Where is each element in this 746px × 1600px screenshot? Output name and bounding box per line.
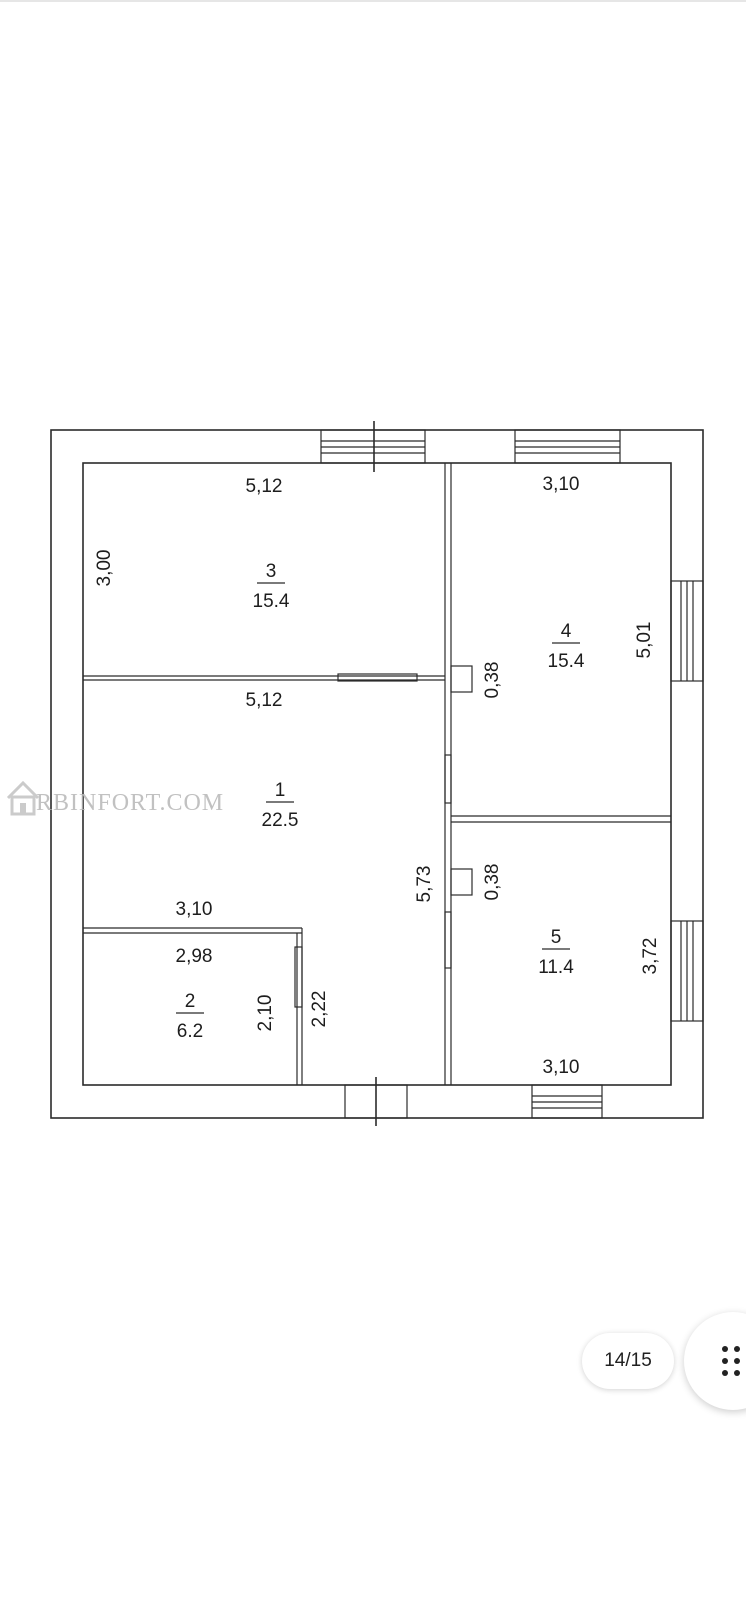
- dim-niche-upper: 0,38: [482, 662, 503, 699]
- inner-wall: [82, 462, 672, 1086]
- niche-upper: [450, 665, 473, 693]
- window-bottom: [531, 1084, 603, 1119]
- dim-room2-outer-top: 3,10: [176, 899, 213, 920]
- svg-text:3: 3: [266, 561, 277, 582]
- svg-text:2: 2: [185, 991, 196, 1012]
- page-counter[interactable]: 14/15: [582, 1333, 674, 1389]
- svg-text:22.5: 22.5: [262, 810, 299, 831]
- window-right-upper: [670, 580, 704, 682]
- room-2-label: 2 6.2: [176, 991, 204, 1042]
- dim-room5-right: 3,72: [640, 938, 661, 975]
- niche-lower: [450, 868, 473, 896]
- door-room3: [337, 673, 418, 682]
- page-counter-label: 14/15: [604, 1350, 652, 1371]
- dim-room3-left: 3,00: [94, 550, 115, 587]
- watermark: RBINFORT.COM: [6, 780, 224, 816]
- svg-text:RBINFORT.COM: RBINFORT.COM: [36, 790, 224, 816]
- dim-room2-inner-top: 2,98: [176, 946, 213, 967]
- svg-text:6.2: 6.2: [177, 1021, 203, 1042]
- grid-dots-icon: [722, 1346, 742, 1376]
- svg-text:15.4: 15.4: [548, 651, 585, 672]
- dim-room2-outer-right: 2,22: [309, 991, 330, 1028]
- top-divider: [0, 0, 746, 2]
- dim-room5-bottom: 3,10: [543, 1057, 580, 1078]
- room-1-label: 1 22.5: [262, 780, 299, 831]
- dim-room1-right: 5,73: [414, 866, 435, 903]
- svg-text:11.4: 11.4: [538, 957, 574, 978]
- svg-text:5: 5: [551, 927, 562, 948]
- dim-room1-top: 5,12: [246, 690, 283, 711]
- door-room4: [444, 754, 452, 804]
- dim-room4-right: 5,01: [634, 622, 655, 659]
- dim-room4-top: 3,10: [543, 474, 580, 495]
- outer-wall: [50, 429, 704, 1119]
- svg-text:15.4: 15.4: [253, 591, 290, 612]
- window-right-lower: [670, 920, 704, 1022]
- room-3-label: 3 15.4: [253, 561, 290, 612]
- house-icon: [6, 780, 40, 816]
- svg-text:4: 4: [561, 621, 572, 642]
- window-top-right: [514, 429, 621, 464]
- dim-room3-top: 5,12: [246, 476, 283, 497]
- dim-room2-inner-right: 2,10: [255, 995, 276, 1032]
- room-4-label: 4 15.4: [548, 621, 585, 672]
- door-room5: [444, 911, 452, 969]
- dim-niche-lower: 0,38: [482, 864, 503, 901]
- room-5-label: 5 11.4: [538, 927, 574, 978]
- entrance-door-bottom: [344, 1077, 408, 1126]
- door-room2: [294, 946, 303, 1008]
- svg-text:1: 1: [275, 780, 286, 801]
- window-top-left: [320, 429, 426, 464]
